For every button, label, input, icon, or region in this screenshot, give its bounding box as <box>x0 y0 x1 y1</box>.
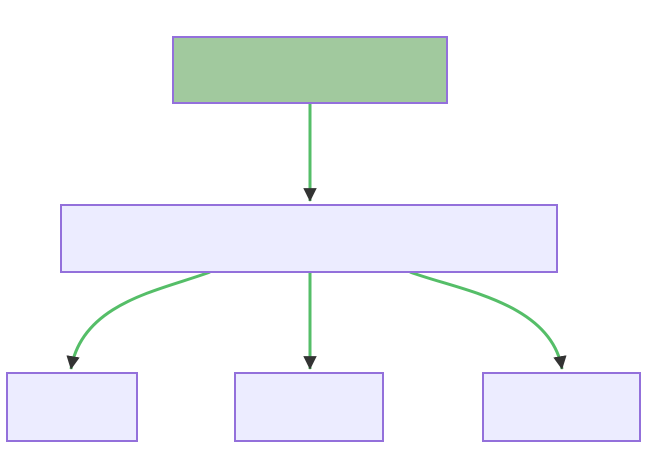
edge-layer <box>66 103 567 370</box>
node-hub <box>60 204 558 273</box>
node-leaf-center <box>234 372 384 442</box>
node-leaf-center-rect <box>234 372 384 442</box>
node-leaf-left <box>6 372 138 442</box>
edge-hub-to-leaf-right <box>409 270 567 370</box>
node-layer <box>6 36 641 442</box>
node-hub-rect <box>60 204 558 273</box>
node-leaf-left-rect <box>6 372 138 442</box>
node-root <box>172 36 448 104</box>
node-root-rect <box>172 36 448 104</box>
node-leaf-right-rect <box>482 372 641 442</box>
edge-hub-to-leaf-left <box>66 270 211 370</box>
node-leaf-right <box>482 372 641 442</box>
